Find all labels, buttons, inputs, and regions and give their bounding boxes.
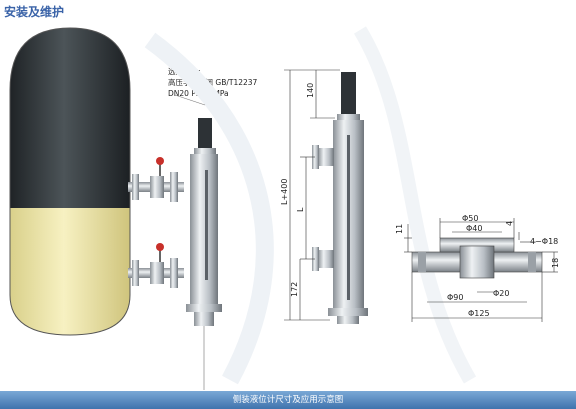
installed-level-gauge	[186, 118, 222, 390]
note-leader-line	[174, 94, 206, 106]
note-line-valve: 高压手动球阀 GB/T12237	[168, 78, 258, 87]
vessel-tank	[9, 27, 131, 336]
dim-140: 140	[306, 83, 315, 98]
background-swirl	[353, 26, 477, 384]
caption-bar: 侧装液位计尺寸及应用示意图	[0, 391, 576, 409]
dim-phi50: Φ50	[462, 214, 478, 223]
dim-phi20: Φ20	[493, 289, 509, 298]
page-title: 安装及维护	[4, 5, 65, 19]
dim-11: 11	[395, 224, 404, 234]
dim-l-plus-400: L+400	[280, 179, 289, 205]
background-swirl	[144, 32, 274, 385]
dim-phi90: Φ90	[447, 293, 463, 302]
dim-4-phi18: 4−Φ18	[530, 237, 558, 246]
dimension-lines-flange	[404, 218, 558, 322]
dim-l: L	[296, 207, 305, 212]
upper-ball-valve	[156, 157, 164, 176]
lower-branch	[128, 258, 184, 288]
dim-18: 18	[551, 258, 560, 268]
upper-branch	[128, 172, 184, 202]
dimension-lines-gauge	[284, 69, 340, 321]
flange-drawing	[411, 237, 543, 279]
dimensioned-level-gauge	[312, 72, 368, 324]
installation-drawing: 140 L+400 L 172 Φ50 Φ40 4 11 4−Φ18 18 Φ9…	[9, 26, 560, 390]
dim-172: 172	[290, 282, 299, 297]
dim-phi125: Φ125	[468, 309, 490, 318]
dim-phi40: Φ40	[466, 224, 482, 233]
lower-ball-valve	[156, 243, 164, 262]
dim-4: 4	[505, 221, 514, 226]
